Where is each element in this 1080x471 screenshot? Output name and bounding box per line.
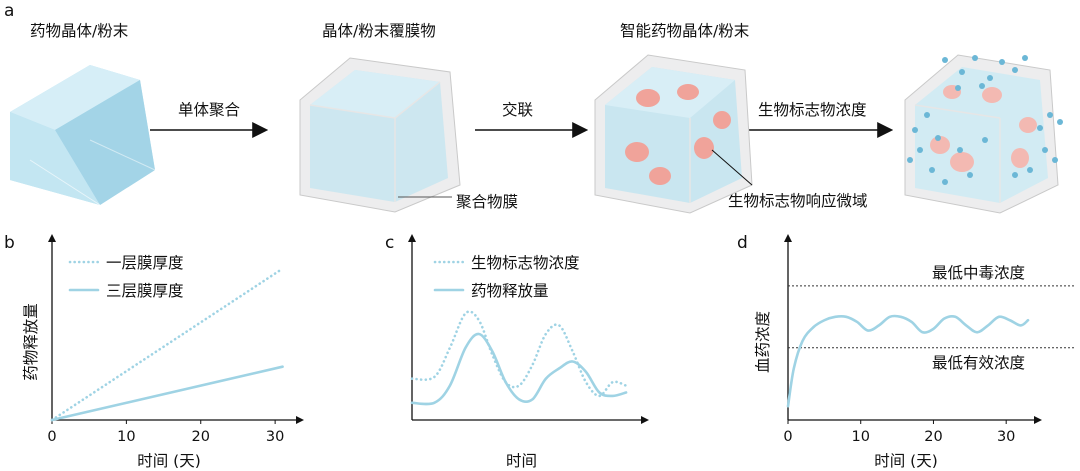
series-line-b-0 [50, 267, 284, 422]
legend-label-b-1: 三层膜厚度 [106, 282, 184, 300]
step-polymerization: 单体聚合 [178, 101, 241, 119]
x-tick-label-d-3: 30 [997, 429, 1015, 445]
reference-line-label-1: 最低有效浓度 [932, 354, 1025, 372]
legend-label-c-0: 生物标志物浓度 [471, 254, 580, 272]
x-axis-label-b: 时间 (天) [137, 452, 201, 470]
response-cube [904, 54, 1063, 214]
x-axis-label-c: 时间 [506, 452, 537, 470]
x-tick-label-b-2: 20 [192, 429, 210, 445]
reference-line-label-0: 最低中毒浓度 [932, 264, 1025, 282]
title-drug-crystal: 药物晶体/粉末 [30, 22, 129, 40]
x-axis-arrow-d [1034, 416, 1042, 424]
x-tick-label-b-3: 30 [266, 429, 284, 445]
step-biomarker: 生物标志物浓度 [758, 101, 867, 119]
x-axis-label-d: 时间 (天) [874, 452, 938, 470]
y-axis-label-d: 血药浓度 [754, 311, 772, 373]
x-tick-label-d-1: 10 [852, 429, 870, 445]
coated-cube [299, 57, 461, 213]
annotation-membrane: 聚合物膜 [456, 193, 519, 211]
x-tick-label-d-2: 20 [924, 429, 942, 445]
smart-cube [594, 54, 753, 214]
series-line-b-1 [50, 365, 284, 422]
y-axis-arrow-b [48, 234, 56, 242]
y-axis-arrow-d [784, 234, 792, 242]
title-smart-crystal: 智能药物晶体/粉末 [620, 22, 750, 40]
series-line-c-1 [410, 332, 628, 406]
y-axis-arrow-c [408, 234, 416, 242]
step-crosslink: 交联 [502, 101, 534, 119]
panel-letter-b: b [4, 233, 15, 253]
panel-letter-c: c [385, 233, 394, 253]
legend-label-b-0: 一层膜厚度 [106, 254, 184, 272]
crystal-cube [10, 65, 156, 206]
series-line-c-0 [410, 310, 628, 398]
legend-label-c-1: 药物释放量 [471, 282, 549, 300]
x-axis-arrow-b [296, 416, 304, 424]
annotation-domain: 生物标志物响应微域 [728, 192, 868, 210]
x-tick-label-b-1: 10 [117, 429, 135, 445]
x-tick-label-b-0: 0 [47, 429, 56, 445]
series-line-d-0 [786, 314, 1030, 408]
x-axis-arrow-c [641, 416, 649, 424]
x-tick-label-d-0: 0 [783, 429, 792, 445]
panel-letter-d: d [737, 233, 748, 253]
panel-letter-a: a [4, 1, 15, 21]
title-coated-crystal: 晶体/粉末覆膜物 [322, 22, 436, 40]
y-axis-label-b: 药物释放量 [22, 303, 40, 381]
